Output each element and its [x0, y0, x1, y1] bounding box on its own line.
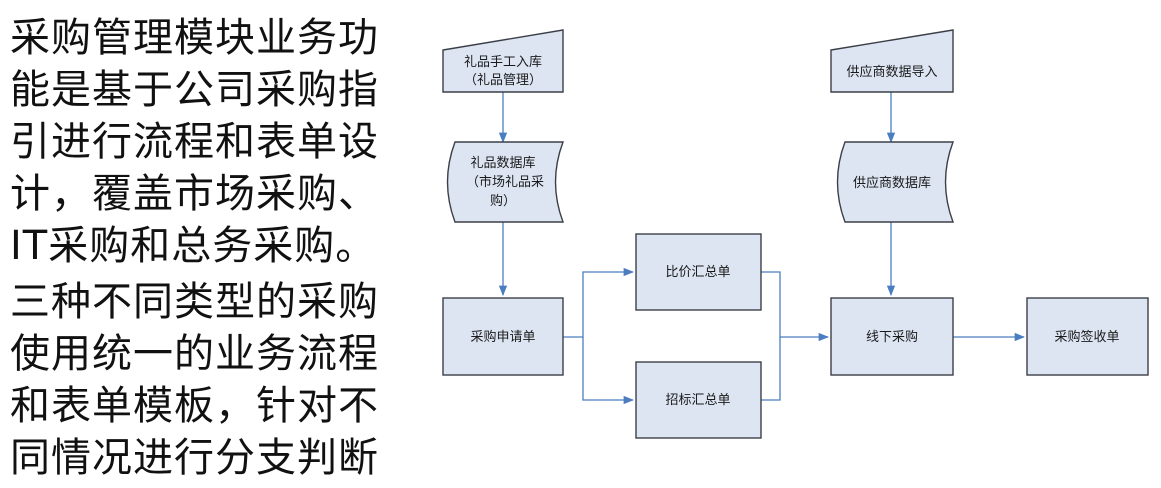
- intro-line: 采购管理模块业务功: [10, 15, 379, 61]
- node-gift-manual-entry: 礼品手工入库 （礼品管理）: [442, 29, 564, 93]
- flow-edges: [498, 92, 1026, 405]
- node-supplier-import: 供应商数据导入: [830, 29, 954, 93]
- intro-text: 采购管理模块业务功 能是基于公司采购指 引进行流程和表单设 计，覆盖市场采购、 …: [10, 12, 410, 484]
- node-label: 供应商数据导入: [846, 64, 937, 80]
- node-label: 购）: [490, 193, 516, 209]
- node-label: （市场礼品采: [466, 174, 544, 190]
- intro-paragraph-2: 三种不同类型的采购 使用统一的业务流程 和表单模板，针对不 同情况进行分支判断: [10, 276, 410, 484]
- intro-line: 同情况进行分支判断: [10, 435, 379, 481]
- intro-line: 能是基于公司采购指: [10, 67, 379, 113]
- node-label: 采购申请单: [470, 329, 535, 345]
- node-bidding-summary: 招标汇总单: [635, 361, 762, 439]
- intro-line: IT采购和总务采购。: [10, 223, 377, 269]
- node-label: 采购签收单: [1054, 329, 1119, 345]
- node-label: （礼品管理）: [464, 72, 542, 88]
- intro-line: 引进行流程和表单设: [10, 119, 379, 165]
- node-offline-purchase: 线下采购: [830, 297, 954, 376]
- node-label: 礼品手工入库: [464, 54, 542, 70]
- node-purchase-request: 采购申请单: [442, 297, 564, 376]
- edge-bidding-to-offline: [761, 337, 781, 401]
- node-label: 礼品数据库: [470, 155, 535, 171]
- node-label: 招标汇总单: [665, 393, 730, 408]
- intro-line: 和表单模板，针对不: [10, 383, 379, 429]
- node-gift-database: 礼品数据库 （市场礼品采 购）: [446, 141, 565, 223]
- intro-line: 计，覆盖市场采购、: [10, 171, 379, 217]
- node-supplier-database: 供应商数据库: [836, 141, 955, 223]
- edge-comparison-to-offline: [761, 271, 830, 342]
- node-price-comparison: 比价汇总单: [635, 233, 762, 311]
- intro-line: 使用统一的业务流程: [10, 331, 379, 377]
- node-label: 线下采购: [866, 329, 918, 345]
- node-label: 供应商数据库: [853, 175, 931, 191]
- node-label: 比价汇总单: [665, 265, 730, 280]
- edge-request-to-comparison: [563, 267, 635, 338]
- intro-line: 三种不同类型的采购: [10, 279, 379, 325]
- intro-paragraph-1: 采购管理模块业务功 能是基于公司采购指 引进行流程和表单设 计，覆盖市场采购、 …: [10, 12, 410, 272]
- node-purchase-receipt: 采购签收单: [1026, 297, 1149, 376]
- edge-request-to-bidding: [582, 337, 635, 405]
